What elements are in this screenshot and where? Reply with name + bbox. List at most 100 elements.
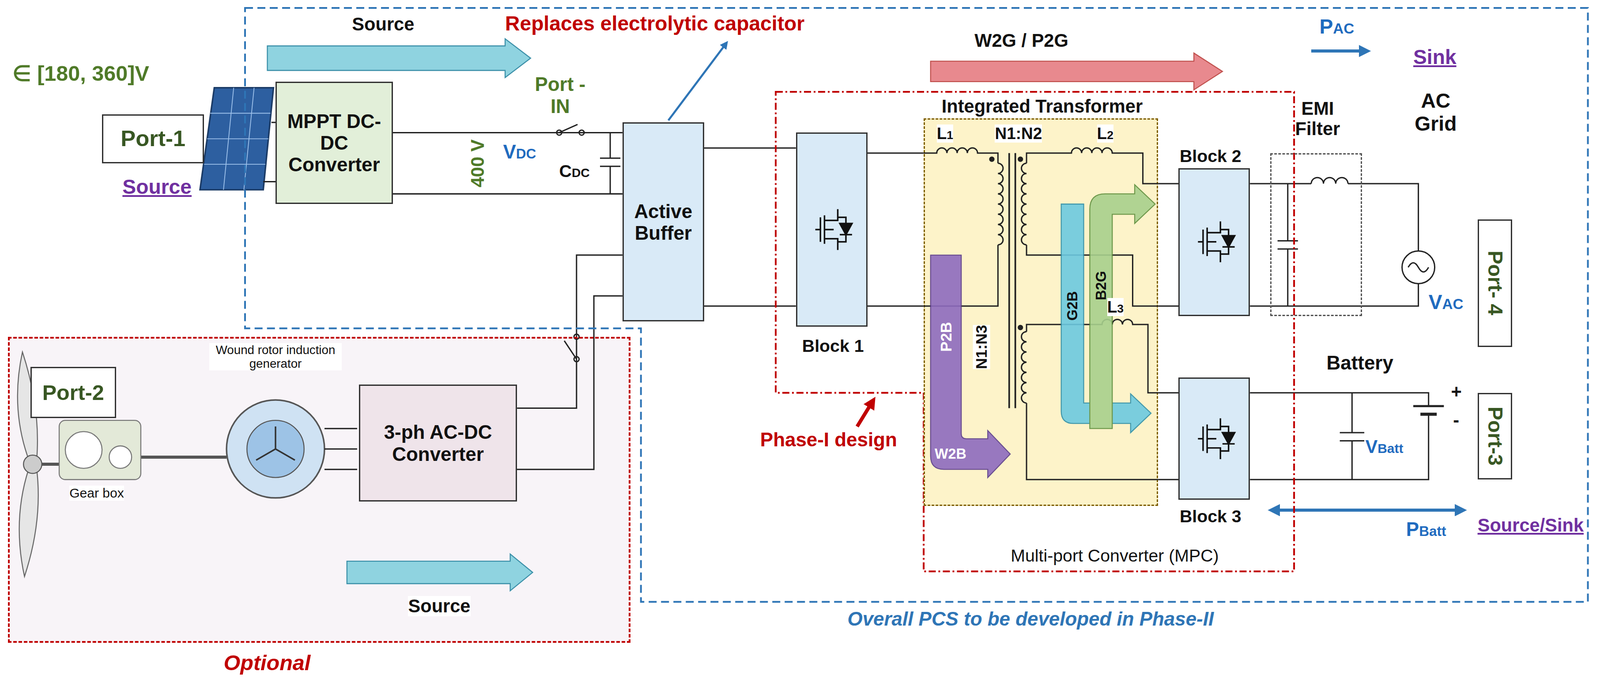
active-buffer-box-text: Active Buffer bbox=[627, 200, 700, 244]
battery-wire bbox=[1339, 392, 1365, 480]
wire-connector bbox=[867, 152, 924, 154]
annotation-label: Replaces electrolytic capacitor bbox=[505, 12, 805, 36]
port-box-text: Port-3 bbox=[1483, 406, 1507, 466]
annotation-label: Source bbox=[407, 596, 471, 617]
switch-block-text: Block 1 bbox=[781, 335, 884, 356]
mosfet-symbol bbox=[815, 209, 853, 250]
callout-arrow bbox=[1311, 49, 1368, 53]
annotation-label: ∈ [180, 360]V bbox=[12, 61, 150, 86]
annotation-label: G2B bbox=[1064, 291, 1081, 321]
optional-region-fill bbox=[7, 336, 631, 643]
phase-ii-region-label-wrap: Overall PCS to be developed in Phase-II bbox=[714, 607, 1348, 630]
port-box: Port-1 bbox=[101, 114, 204, 164]
switch-block-label-wrap: Block 2 bbox=[1169, 146, 1252, 166]
annotation-label: - bbox=[1452, 410, 1460, 431]
annotation-label: Battery bbox=[1326, 351, 1394, 374]
wire-connector bbox=[1249, 183, 1271, 185]
phase-ii-region-text: Overall PCS to be developed in Phase-II bbox=[714, 607, 1348, 630]
mpc-region: Multi-port Converter (MPC) Block 1 Integra… bbox=[775, 91, 1295, 572]
annotation-label: Source bbox=[122, 175, 192, 199]
annotation-label: Source bbox=[351, 14, 415, 35]
power-flow-arrow bbox=[267, 38, 1223, 591]
port-box-text: Port- 4 bbox=[1483, 250, 1507, 316]
port-box: Port- 4 bbox=[1477, 219, 1513, 348]
transformer-winding bbox=[923, 147, 999, 164]
annotation-label: Port -IN bbox=[528, 73, 592, 117]
induction-generator bbox=[256, 426, 295, 461]
gear-box bbox=[59, 420, 141, 480]
wire-connector bbox=[392, 132, 623, 134]
dc-bus-wire bbox=[515, 295, 623, 470]
power-flow-arrow bbox=[930, 184, 1155, 478]
transformer-box-label-wrap: Integrated Transformer bbox=[904, 96, 1180, 117]
transformer-winding bbox=[1018, 157, 1023, 162]
wind-turbine bbox=[19, 469, 39, 577]
battery-wire bbox=[1413, 405, 1444, 408]
wind-turbine bbox=[17, 351, 227, 577]
battery-wire bbox=[1420, 412, 1437, 416]
converter-box: MPPT DC-DC Converter bbox=[275, 81, 393, 204]
induction-generator bbox=[324, 428, 358, 470]
annotation-label: AC Grid bbox=[1403, 89, 1468, 136]
gear-box bbox=[65, 431, 102, 469]
transformer-winding bbox=[1026, 147, 1159, 184]
solar-panel bbox=[203, 87, 271, 190]
annotation-label: L1 bbox=[936, 124, 954, 143]
emi-filter-box-label-wrap: EMI Filter bbox=[1284, 98, 1351, 140]
transformer-winding bbox=[997, 163, 1004, 246]
switch-block-text: Block 2 bbox=[1169, 146, 1252, 166]
mosfet-symbol bbox=[1197, 418, 1235, 460]
mosfet-symbol bbox=[815, 209, 1235, 460]
annotation-label: N1:N3 bbox=[973, 324, 991, 370]
wind-turbine bbox=[23, 455, 42, 474]
annotation-label: VAC bbox=[1428, 290, 1464, 314]
wire-connector bbox=[516, 255, 623, 409]
induction-generator bbox=[226, 400, 358, 499]
transformer-winding bbox=[923, 147, 1159, 480]
power-flow-arrow bbox=[267, 38, 531, 78]
gear-box bbox=[109, 445, 132, 469]
emi-filter-box: EMI Filter bbox=[1270, 153, 1363, 317]
transformer-winding bbox=[1021, 163, 1027, 246]
port-box-text: Port-2 bbox=[42, 380, 105, 405]
annotation-label: Sink bbox=[1413, 45, 1457, 69]
dc-bus-wire bbox=[600, 132, 621, 194]
solar-panel bbox=[200, 87, 274, 190]
solar-panel bbox=[263, 122, 276, 182]
wire-connector bbox=[1158, 183, 1179, 185]
power-flow-arrow bbox=[1089, 184, 1155, 429]
switch-block-label-wrap: Block 3 bbox=[1169, 506, 1252, 526]
power-flow-arrow bbox=[930, 52, 1223, 90]
transformer-box-text: Integrated Transformer bbox=[904, 96, 1180, 117]
annotation-label: Source/Sink bbox=[1477, 515, 1584, 536]
ac-side-wire bbox=[1402, 251, 1435, 284]
annotation-label: N1:N2 bbox=[994, 124, 1042, 143]
induction-generator bbox=[226, 400, 325, 499]
port-box-text: Port-1 bbox=[120, 126, 186, 152]
callout-arrow bbox=[856, 400, 874, 427]
annotation-label: CDC bbox=[559, 161, 590, 181]
ac-side-wire bbox=[1270, 177, 1419, 251]
annotation-label: W2B bbox=[934, 445, 967, 462]
switch-block-label-wrap: Block 1 bbox=[781, 335, 884, 356]
transformer-winding bbox=[1009, 153, 1016, 409]
transformer-winding bbox=[989, 157, 994, 162]
annotation-label: 400 V bbox=[467, 139, 488, 188]
port-box: Port-2 bbox=[30, 366, 117, 419]
annotation-label: P2B bbox=[937, 321, 955, 352]
annotation-label: PBatt bbox=[1406, 518, 1447, 540]
gear-box bbox=[59, 420, 141, 480]
annotation-label: B2G bbox=[1093, 271, 1110, 301]
power-flow-arrow bbox=[347, 554, 533, 591]
annotation-label: Wound rotor induction generator bbox=[209, 343, 342, 371]
ac-side-wire bbox=[1277, 183, 1299, 306]
mpc-region-label-wrap: Multi-port Converter (MPC) bbox=[943, 545, 1286, 566]
annotation-label: L2 bbox=[1097, 124, 1114, 143]
annotation-label: Phase-I design bbox=[760, 428, 898, 451]
phase-ii-region-border bbox=[245, 7, 1589, 602]
emi-filter-box-text: EMI Filter bbox=[1284, 98, 1351, 140]
annotation-label: Gear box bbox=[69, 485, 125, 501]
